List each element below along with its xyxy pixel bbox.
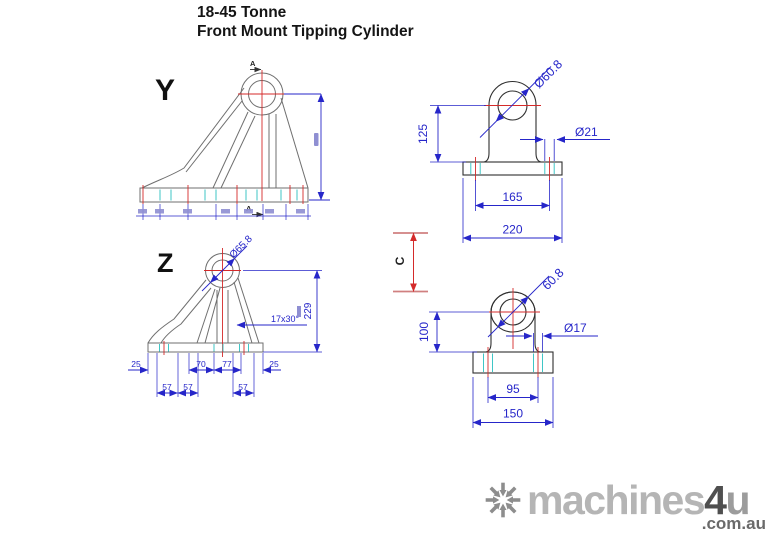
front-bottom-spacing-dimension <box>487 377 539 403</box>
view-z: Z <box>128 233 322 397</box>
section-c-marker: C <box>393 232 428 293</box>
z-dim-57-c: 57 <box>238 382 248 392</box>
z-dim-25-left: 25 <box>131 359 141 369</box>
front-top-width-label: 220 <box>502 223 522 237</box>
asterisk-arrows-icon <box>483 480 523 520</box>
logo-row: machines4u <box>482 477 770 523</box>
front-bottom-width-dimension <box>472 377 554 428</box>
z-dim-25-right: 25 <box>269 359 279 369</box>
front-top-centerlines <box>475 105 550 181</box>
front-bottom-hole-dimension <box>506 332 598 352</box>
title-line-2: Front Mount Tipping Cylinder <box>197 23 414 40</box>
front-top-hole-label: Ø21 <box>575 125 598 139</box>
view-y-height-dimension <box>284 93 330 201</box>
front-top-spacing-dimension <box>475 180 550 211</box>
logo-brand: machines <box>527 477 706 523</box>
view-y: Y <box>136 59 330 220</box>
view-y-tiny-labels <box>138 209 305 214</box>
view-z-bore-dimension <box>201 245 248 292</box>
logo-letter: u <box>725 477 750 523</box>
logo-wordmark: machines4u <box>527 477 750 523</box>
view-y-label: Y <box>155 74 175 107</box>
view-y-hole-marks <box>159 189 298 201</box>
front-top-width-dimension <box>462 178 563 243</box>
machines4u-logo: machines4u .com.au <box>482 477 770 534</box>
front-bottom-bore-dimension <box>487 275 550 338</box>
view-z-label: Z <box>157 248 174 278</box>
view-z-bottom-dimensions <box>128 353 281 397</box>
front-bottom-hole-label: Ø17 <box>564 321 587 335</box>
z-dim-57-a: 57 <box>162 382 172 392</box>
z-bore-label: Ø65.8 <box>228 233 255 260</box>
section-a-top: A <box>250 59 256 68</box>
front-top-hole-dimension <box>520 136 610 161</box>
z-dim-57-b: 57 <box>183 382 193 392</box>
front-top-height-label: 125 <box>416 124 430 144</box>
front-bottom-bore-label: 60.8 <box>540 266 567 293</box>
logo-domain: .com.au <box>701 514 766 533</box>
front-top-hole-marks <box>470 163 555 174</box>
front-top-outline <box>462 81 563 176</box>
view-front-bottom: 60.8 Ø17 100 95 <box>417 266 598 428</box>
view-front-top: Ø60.8 Ø21 125 165 <box>416 57 610 243</box>
z-dim-77: 77 <box>222 359 232 369</box>
section-a-bottom: A <box>246 204 252 213</box>
front-bottom-height-label: 100 <box>417 322 431 342</box>
z-height-label: 229 <box>303 302 314 319</box>
front-top-bore-dimension <box>479 66 552 138</box>
section-c-label: C <box>393 256 407 265</box>
view-y-section-marks: A A <box>246 59 264 218</box>
tiny-dim-smudge <box>297 306 301 317</box>
front-bottom-width-label: 150 <box>503 407 523 421</box>
front-top-spacing-label: 165 <box>502 190 522 204</box>
view-z-height-dimension <box>243 270 322 353</box>
view-z-bottom-labels: 25 70 77 25 57 57 57 <box>131 359 279 392</box>
view-z-hole-marks <box>159 344 249 352</box>
front-top-bore-label: Ø60.8 <box>531 57 565 91</box>
logo-number: 4 <box>704 477 727 523</box>
view-z-centerlines <box>163 248 245 357</box>
front-bottom-height-dimension <box>429 311 489 353</box>
view-y-centerlines <box>142 70 304 204</box>
title-line-1: 18-45 Tonne <box>197 4 287 21</box>
front-top-height-dimension <box>430 105 486 163</box>
tiny-dim-smudge <box>314 133 319 146</box>
page-title: 18-45 Tonne Front Mount Tipping Cylinder <box>197 3 414 41</box>
z-chamfer-label: 17x30° <box>271 314 300 324</box>
z-dim-70: 70 <box>196 359 206 369</box>
front-bottom-spacing-label: 95 <box>506 382 520 396</box>
front-bottom-hole-marks <box>483 353 543 372</box>
